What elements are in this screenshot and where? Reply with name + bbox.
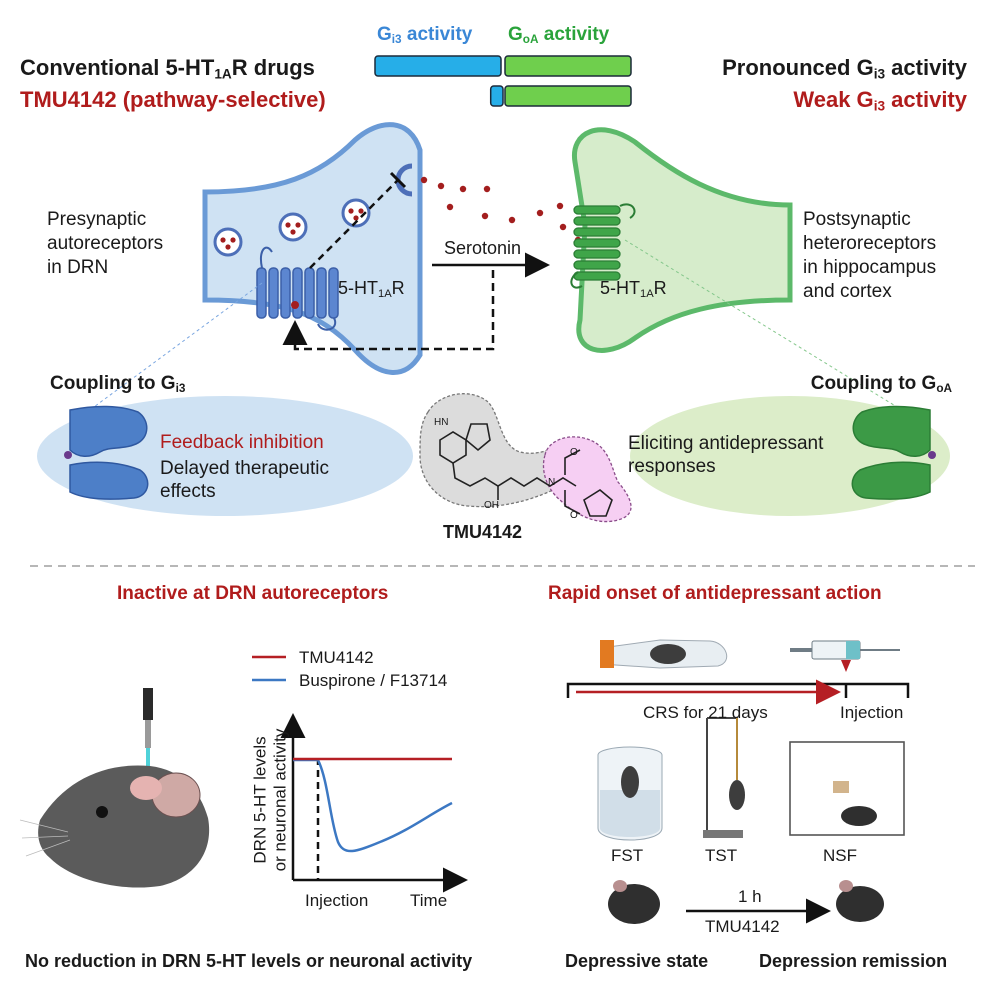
nsf-illustration (789, 741, 905, 836)
tmu4142-gi3-bar (489, 85, 504, 107)
presynaptic-receptor (256, 267, 339, 319)
chart-xlabel-time: Time (410, 891, 448, 910)
right-panel-title: Rapid onset of antidepressant action (548, 583, 882, 604)
tmu-selective-label: TMU4142 (pathway-selective) (20, 87, 326, 112)
remission-label: Depression remission (759, 951, 948, 971)
mouse-probe-illustration (19, 688, 210, 888)
legend-buspirone-label: Buspirone / F13714 (299, 671, 448, 690)
pronounced-gi3-label: Pronounced Gi3 activity (722, 55, 967, 82)
crs-timeline (566, 639, 910, 705)
fst-illustration (597, 746, 663, 841)
time-label: 1 h (738, 887, 762, 906)
left-panel-title: Inactive at DRN autoreceptors (117, 583, 389, 604)
drn-activity-chart (252, 655, 468, 893)
legend-tmu-label: TMU4142 (299, 648, 374, 667)
crs-label: CRS for 21 days (643, 703, 768, 722)
vesicle (341, 198, 371, 228)
feedback-inhibition-text: Feedback inhibition (160, 432, 324, 453)
gi3-activity-header: Gi3 activity (377, 24, 473, 46)
postsynaptic-receptor-label: 5-HT1AR (600, 278, 667, 300)
chart-xlabel-injection: Injection (305, 891, 369, 910)
postsynaptic-terminal (570, 127, 793, 353)
activity-bars (374, 55, 632, 107)
gi3-coupling-title: Coupling to Gi3 (50, 373, 186, 395)
tst-label: TST (705, 846, 738, 865)
nsf-label: NSF (823, 846, 857, 865)
tmu4142-goa-bar (504, 85, 632, 107)
depressed-mouse (608, 880, 660, 924)
left-panel-caption: No reduction in DRN 5-HT levels or neuro… (25, 951, 473, 971)
tmu4142-compound-label: TMU4142 (443, 522, 523, 542)
mol-nh-label: HN (434, 417, 449, 428)
tst-illustration (703, 717, 745, 838)
mol-o-top-label: O (570, 447, 578, 458)
conventional-label: Conventional 5-HT1AR drugs (20, 55, 315, 82)
syringe-icon (790, 640, 900, 660)
serotonin-label: Serotonin (444, 238, 522, 258)
injection-label: Injection (840, 703, 904, 722)
presynaptic-receptor-label: 5-HT1AR (338, 278, 405, 300)
tmu4142-structure (419, 393, 632, 523)
mol-oh-label: OH (484, 500, 499, 511)
fst-label: FST (611, 846, 644, 865)
mol-n-label: N (548, 477, 556, 488)
weak-gi3-label: Weak Gi3 activity (793, 87, 967, 114)
remission-mouse (836, 880, 884, 922)
drug-label: TMU4142 (705, 917, 780, 936)
buspirone-series (293, 758, 453, 853)
conventional-gi3-bar (374, 55, 502, 77)
feedback-arrow (282, 270, 495, 351)
depressive-state-label: Depressive state (565, 951, 709, 971)
goa-activity-header: GoA activity (508, 24, 610, 46)
vesicle (278, 212, 308, 242)
vesicle (213, 227, 243, 257)
presynaptic-terminal (202, 122, 423, 375)
gi3-protein-icon (64, 405, 149, 500)
goa-protein-icon (851, 405, 936, 500)
postsynaptic-receptor (573, 205, 621, 281)
goa-coupling-title: Coupling to GoA (810, 373, 952, 395)
conventional-goa-bar (504, 55, 632, 77)
mol-o-bottom-label: O (570, 510, 578, 521)
serotonin-molecules (420, 176, 582, 244)
